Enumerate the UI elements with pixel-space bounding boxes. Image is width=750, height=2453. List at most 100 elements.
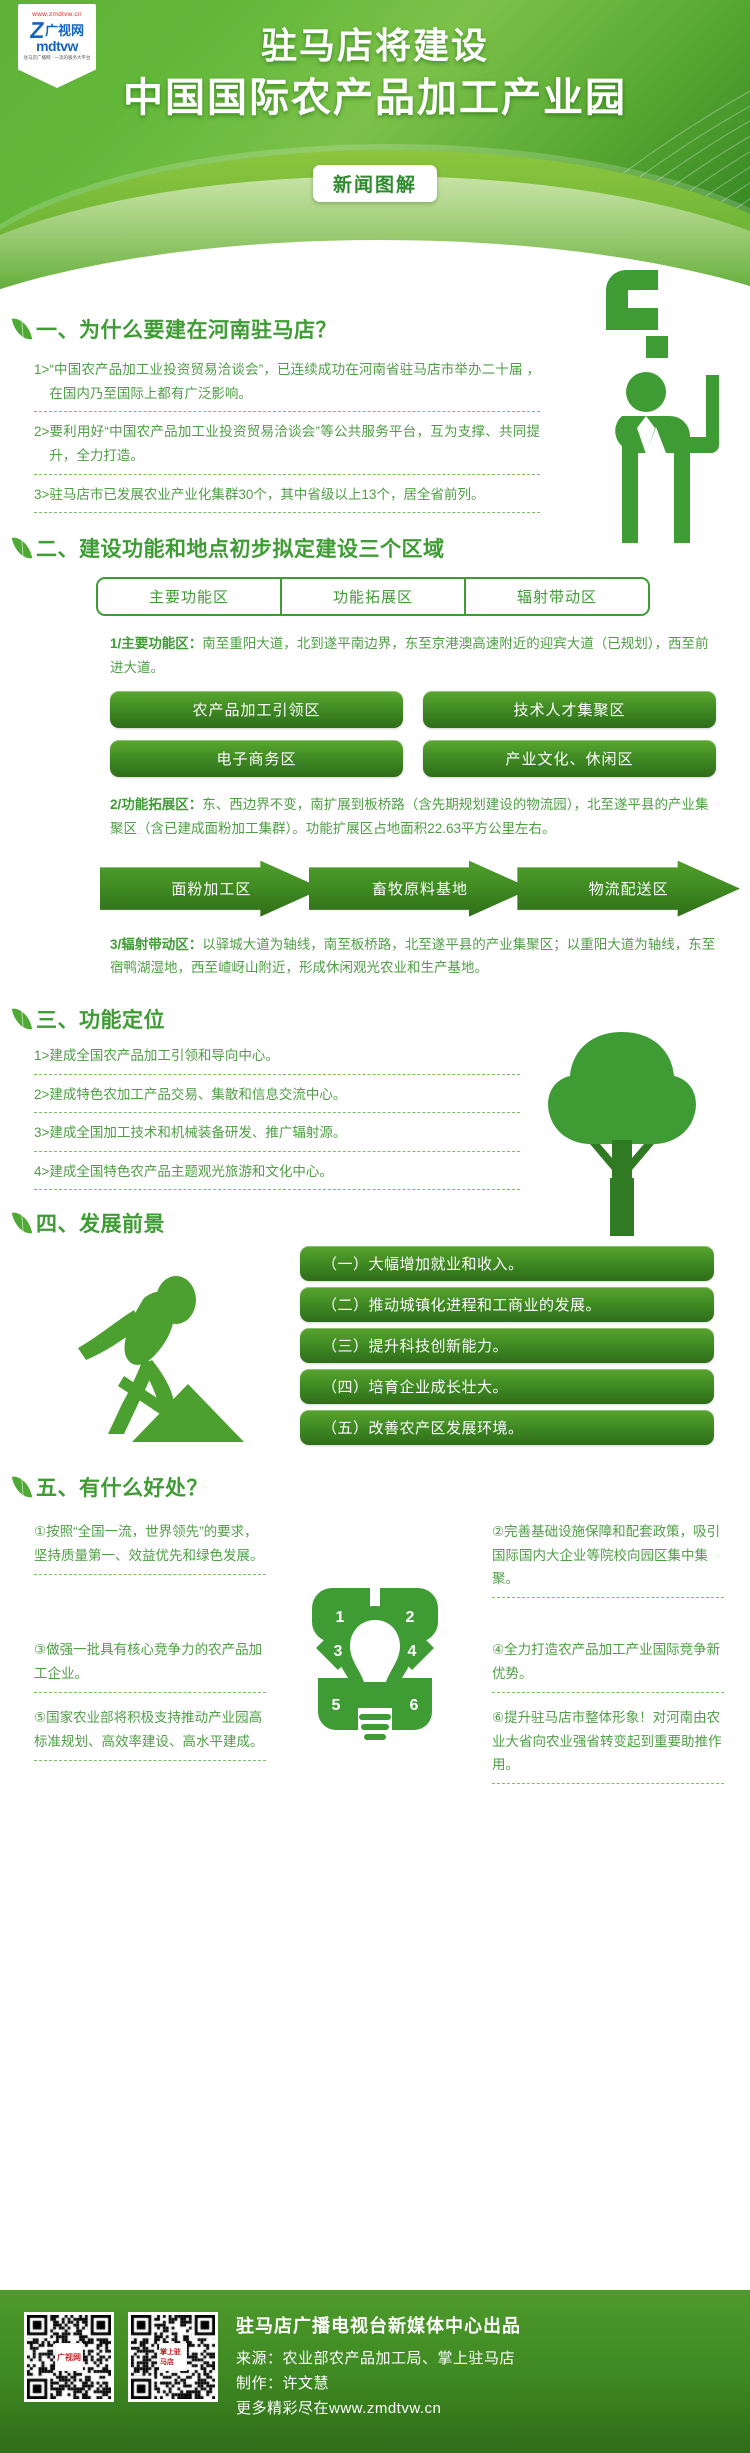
tab-expansion-zone[interactable]: 功能拓展区 xyxy=(282,579,466,615)
news-graphic-badge: 新闻图解 xyxy=(312,165,438,202)
section-3-heading: 三、功能定位 xyxy=(0,1004,750,1034)
section-5-heading: 五、有什么好处？ xyxy=(0,1472,750,1502)
tree-icon xyxy=(548,1031,696,1236)
footer-more: 更多精彩尽在www.zmdtvw.cn xyxy=(236,2399,442,2417)
divider xyxy=(34,1112,520,1114)
businessman-icon xyxy=(606,270,719,543)
pill-ecommerce[interactable]: 电子商务区 xyxy=(110,740,403,778)
footer-producer: 制作：许文慧 xyxy=(236,2374,330,2392)
advantage-3-text: ③做强一批具有核心竞争力的农产品加工企业。 xyxy=(34,1642,263,1681)
divider xyxy=(34,1189,520,1191)
zone-2-label: 2/功能拓展区： xyxy=(110,797,203,813)
qr-left-label: 广视网 xyxy=(55,2343,83,2371)
arrow-livestock-base[interactable]: 畜牧原料基地 xyxy=(308,860,532,917)
section-functional-positioning: 三、功能定位 1> 建成全国农产品加工引领和导向中心。 2> 建成特色农加工产品 xyxy=(0,1004,750,1236)
list-item: 4> 建成全国特色农产品主题观光旅游和文化中心。 xyxy=(34,1160,520,1191)
list-item: 1> “中国农产品加工业投资贸易洽谈会”，已连续成功在河南省驻马店市举办二十届 … xyxy=(34,358,540,413)
benefit-item-4[interactable]: （四）培育企业成长壮大。 xyxy=(300,1369,714,1405)
qr-code-guangshiwang[interactable]: 广视网 xyxy=(24,2312,114,2402)
item-text: “中国农产品加工业投资贸易洽谈会”，已连续成功在河南省驻马店市举办二十届 ，在国… xyxy=(49,362,540,401)
section-1-title: 一、为什么要建在河南驻马店？ xyxy=(36,319,337,342)
item-number: 2> xyxy=(34,424,50,440)
list-item: 2> 建成特色农加工产品交易、集散和信息交流中心。 xyxy=(34,1083,520,1114)
list-item: 3> 驻马店市已发展农业产业化集群30个，其中省级以上13个，居全省前列。 xyxy=(34,483,540,514)
leaf-icon xyxy=(11,315,33,343)
item-number: 4> xyxy=(34,1163,50,1179)
pill-culture-leisure[interactable]: 产业文化、休闲区 xyxy=(423,740,716,778)
tab-radiation-zone[interactable]: 辐射带动区 xyxy=(516,589,597,607)
title-line-2: 中国国际农产品加工产业园 xyxy=(123,75,627,120)
section-advantages: 五、有什么好处？ xyxy=(0,1472,750,1785)
section-development-prospects: 四、发展前景 （一）大幅增加就业和收入。 （二）推动城镇化进程和工商业的发展。 … xyxy=(0,1208,750,1446)
bulb-badge-4: 4 xyxy=(408,1643,417,1660)
advantage-1-text: ①按照“全国一流，世界领先”的要求，坚持质量第一、效益优先和绿色发展。 xyxy=(34,1524,264,1563)
item-text: 驻马店市已发展农业产业化集群30个，其中省级以上13个，居全省前列。 xyxy=(49,486,485,502)
footer-title: 驻马店广播电视台新媒体中心出品 xyxy=(236,2316,521,2336)
footer-source: 来源：农业部农产品加工局、掌上驻马店 xyxy=(236,2350,516,2367)
section-4-heading: 四、发展前景 xyxy=(0,1208,750,1238)
benefit-item-3[interactable]: （三）提升科技创新能力。 xyxy=(300,1328,714,1364)
item-number: 2> xyxy=(34,1086,50,1102)
logo-slogan: 驻马店广播网 · 一流的服务大平台 xyxy=(23,55,91,60)
page-header: www.zmdtvw.cn Z 广视网 mdtvw 驻马店广播网 · 一流的服务… xyxy=(0,0,750,300)
leaf-icon xyxy=(11,534,33,562)
qr-code-zhangshang[interactable]: 掌上驻马店 xyxy=(128,2312,218,2402)
benefit-item-1[interactable]: （一）大幅增加就业和收入。 xyxy=(300,1246,714,1282)
section-zones: 二、建设功能和地点初步拟定建设三个区域 主要功能区 功能拓展区 辐射带动区 1/… xyxy=(0,533,750,980)
pill-talent-cluster[interactable]: 技术人才集聚区 xyxy=(423,691,716,729)
footer-text-block: 驻马店广播电视台新媒体中心出品 来源：农业部农产品加工局、掌上驻马店 制作：许文… xyxy=(236,2312,521,2421)
zone-2-arrow-flow: 面粉加工区 畜牧原料基地 物流配送区 xyxy=(100,860,741,917)
advantage-2-text: ②完善基础设施保障和配套政策，吸引国际国内大企业等院校向园区集中集聚。 xyxy=(492,1524,721,1586)
list-item: 2> 要利用好“中国农产品加工业投资贸易洽谈会”等公共服务平台，互为支撑、共同提… xyxy=(34,420,540,475)
section-5-title: 五、有什么好处？ xyxy=(36,1477,208,1501)
bulb-badge-3: 3 xyxy=(334,1643,343,1660)
zone-1-pill-row-1: 农产品加工引领区 技术人才集聚区 xyxy=(110,691,716,729)
station-logo[interactable]: www.zmdtvw.cn Z 广视网 mdtvw 驻马店广播网 · 一流的服务… xyxy=(18,4,96,88)
section-4-title: 四、发展前景 xyxy=(36,1213,165,1237)
item-text: 建成全国特色农产品主题观光旅游和文化中心。 xyxy=(49,1163,333,1179)
divider xyxy=(492,1597,724,1599)
benefits-block: （一）大幅增加就业和收入。 （二）推动城镇化进程和工商业的发展。 （三）提升科技… xyxy=(0,1246,750,1446)
section-1-items: 1> “中国农产品加工业投资贸易洽谈会”，已连续成功在河南省驻马店市举办二十届 … xyxy=(0,358,750,514)
benefit-list: （一）大幅增加就业和收入。 （二）推动城镇化进程和工商业的发展。 （三）提升科技… xyxy=(300,1246,714,1446)
pill-agri-processing-lead[interactable]: 农产品加工引领区 xyxy=(110,691,403,729)
item-number: 1> xyxy=(34,1047,50,1063)
item-text: 建成全国加工技术和机械装备研发、推广辐射源。 xyxy=(49,1125,347,1141)
leaf-icon xyxy=(11,1005,33,1033)
advantage-4-text: ④全力打造农产品加工产业国际竞争新优势。 xyxy=(492,1642,721,1681)
leaf-icon xyxy=(11,1473,33,1501)
divider xyxy=(34,1073,520,1075)
zone-tabs: 主要功能区 功能拓展区 辐射带动区 xyxy=(96,577,650,617)
benefit-item-2[interactable]: （二）推动城镇化进程和工商业的发展。 xyxy=(300,1287,714,1323)
advantage-6: ⑥提升驻马店市整体形象！对河南由农业大省向农业强省转变起到重要助推作用。 xyxy=(492,1706,724,1785)
item-text: 建成全国农产品加工引领和导向中心。 xyxy=(49,1047,279,1063)
qr-right-label: 掌上驻马店 xyxy=(159,2343,187,2371)
section-3-items: 1> 建成全国农产品加工引领和导向中心。 2> 建成特色农加工产品交易、集散和信… xyxy=(0,1044,750,1191)
section-3-title: 三、功能定位 xyxy=(36,1008,165,1032)
item-number: 1> xyxy=(34,362,50,377)
zone-2-description: 2/功能拓展区：东、西边界不变，南扩展到板桥路（含先期规划建设的物流园），北至遂… xyxy=(110,793,716,840)
list-item: 3> 建成全国加工技术和机械装备研发、推广辐射源。 xyxy=(34,1121,520,1152)
list-item: 1> 建成全国农产品加工引领和导向中心。 xyxy=(34,1044,520,1075)
zone-3-label: 3/辐射带动区： xyxy=(110,936,203,952)
arrow-logistics-distribution[interactable]: 物流配送区 xyxy=(517,860,741,917)
benefit-item-5[interactable]: （五）改善农产区发展环境。 xyxy=(300,1410,714,1446)
lightbulb-icon: 1 2 3 4 5 6 xyxy=(312,1588,438,1741)
zone-1-label: 1/主要功能区： xyxy=(110,636,203,652)
logo-mark-row: Z 广视网 xyxy=(18,17,96,43)
logo-chinese: 广视网 xyxy=(45,23,85,38)
tab-main-zone[interactable]: 主要功能区 xyxy=(98,579,282,615)
divider xyxy=(34,1759,266,1761)
leaf-icon xyxy=(11,1209,33,1237)
divider xyxy=(492,1783,724,1785)
advantage-5: ⑤国家农业部将积极支持推动产业园高标准规划、高效率建设、高水平建成。 xyxy=(34,1706,266,1761)
zone-1-pill-row-2: 电子商务区 产业文化、休闲区 xyxy=(110,740,716,778)
divider xyxy=(492,1691,724,1693)
title-line-1: 驻马店将建设 xyxy=(260,25,489,66)
zone-1-text: 南至重阳大道，北到遂平南边界，东至京港澳高速附近的迎宾大道（已规划），西至前进大… xyxy=(110,636,709,675)
worker-icon xyxy=(78,1276,244,1443)
page-footer: 广视网 掌上驻马店 驻马店广播电视台新媒体中心出品 来源：农业部农产品加工局、掌… xyxy=(0,2290,750,2453)
arrow-flour-processing[interactable]: 面粉加工区 xyxy=(100,860,323,917)
logo-url: www.zmdtvw.cn xyxy=(32,11,82,18)
